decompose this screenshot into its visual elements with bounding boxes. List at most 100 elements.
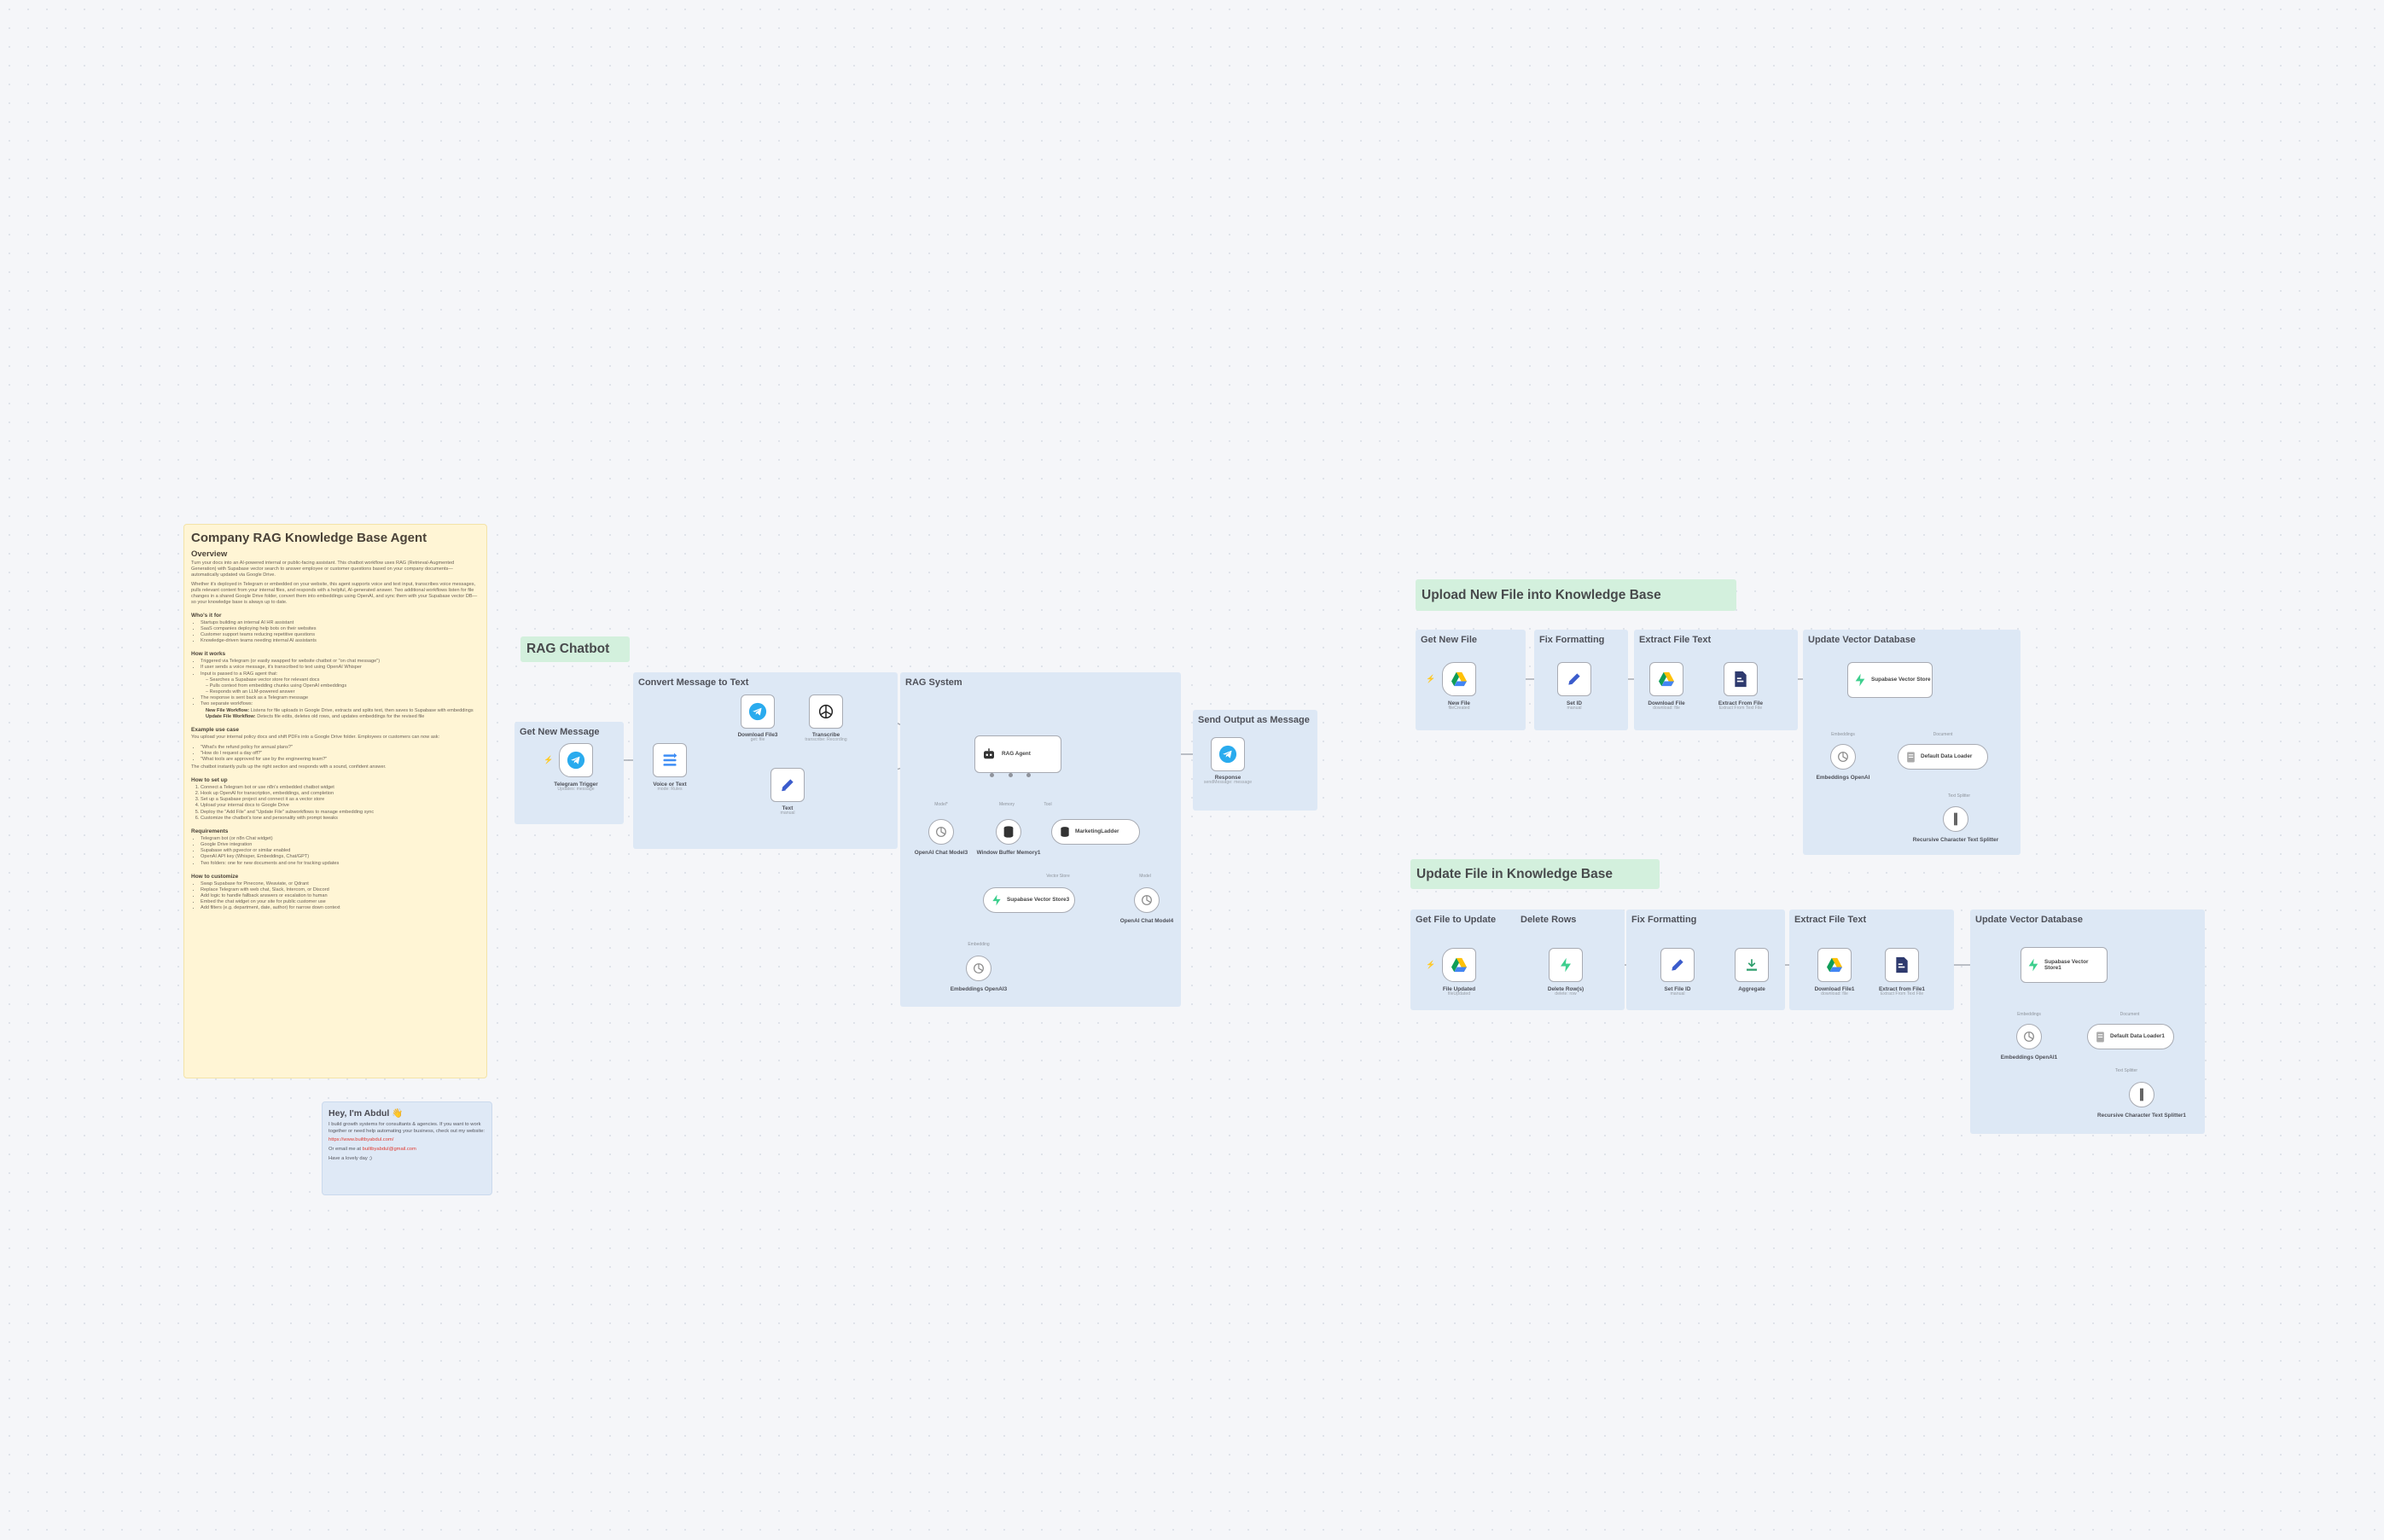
node-marketing-ladder[interactable]: MarketingLadder (1051, 819, 1140, 845)
group-label: Fix Formatting (1631, 915, 1697, 925)
node-response[interactable] (1211, 737, 1245, 771)
node-embeddings-openai-3[interactable] (966, 956, 991, 981)
aggregate-icon (1747, 959, 1757, 971)
node-title: Default Data Loader1 (2110, 1033, 2165, 1040)
node-extract-from-file1[interactable] (1885, 948, 1919, 982)
node-voice-or-text[interactable] (653, 743, 687, 777)
list-item: Input is passed to a RAG agent that: (201, 671, 480, 677)
switch-router-icon (663, 753, 677, 766)
node-label: Embeddings OpenAI1 (2000, 1055, 2058, 1061)
customize-list: Swap Supabase for Pinecone, Weaviate, or… (191, 881, 480, 912)
node-default-data-loader1[interactable]: Default Data Loader1 (2087, 1024, 2174, 1049)
node-delete-rows[interactable] (1549, 948, 1583, 982)
node-telegram-trigger[interactable] (559, 743, 593, 777)
port-label: Text Splitter (2114, 1068, 2138, 1073)
list-item: Two folders: one for new documents and o… (201, 861, 480, 867)
group-extract-file-text-2[interactable]: Extract File Text (1789, 909, 1954, 1010)
rag-chatbot-title[interactable]: RAG Chatbot (520, 636, 630, 662)
group-label: Fix Formatting (1539, 635, 1605, 645)
node-new-file[interactable] (1442, 662, 1476, 696)
node-title: Supabase Vector Store1 (2044, 958, 2089, 971)
node-set-file-id[interactable] (1660, 948, 1695, 982)
requirements-heading: Requirements (191, 828, 229, 834)
author-sticky-note[interactable]: Hey, I'm Abdul 👋 I build growth systems … (322, 1101, 492, 1195)
node-download-file[interactable] (1649, 662, 1683, 696)
update-file-title[interactable]: Update File in Knowledge Base (1410, 859, 1660, 889)
trigger-bolt-icon: ⚡ (544, 755, 554, 764)
port-label: Vector Store (1046, 874, 1070, 879)
splitter-icon (2140, 1088, 2143, 1101)
node-label: OpenAI Chat Model3 (914, 850, 968, 856)
openai-icon (936, 827, 946, 837)
list-item: Embed the chat widget on your site for p… (201, 899, 480, 905)
node-set-id[interactable] (1557, 662, 1591, 696)
list-item: Startups building an internal AI HR assi… (201, 620, 480, 626)
telegram-icon (1218, 745, 1237, 764)
node-label: Embeddings OpenAI (1816, 775, 1870, 781)
list-item: "What tools are approved for use by the … (201, 757, 480, 763)
database-icon (1061, 827, 1069, 837)
node-recursive-text-splitter[interactable] (1943, 806, 1968, 832)
port-memory[interactable] (1009, 773, 1013, 777)
node-supabase-vector-store1[interactable]: Supabase Vector Store1 (2021, 947, 2108, 983)
list-item: Swap Supabase for Pinecone, Weaviate, or… (201, 881, 480, 887)
list-item: Customer support teams reducing repetiti… (201, 632, 480, 638)
node-title: Supabase Vector Store (1871, 677, 1931, 683)
node-file-updated[interactable] (1442, 948, 1476, 982)
port-tool[interactable] (1026, 773, 1031, 777)
node-supabase-vector-store[interactable]: Supabase Vector Store (1847, 662, 1933, 698)
node-window-buffer-memory[interactable] (996, 819, 1021, 845)
author-email-link[interactable]: builtbyabdul@gmail.com (362, 1146, 416, 1152)
node-rag-agent[interactable]: RAG Agent (974, 735, 1061, 773)
port-label: Memory (998, 802, 1015, 807)
telegram-icon (748, 702, 767, 721)
openai-icon (974, 963, 984, 973)
node-aggregate[interactable] (1735, 948, 1769, 982)
node-download-file3[interactable] (741, 694, 775, 729)
overview-paragraph-2: Whether it's deployed in Telegram or emb… (191, 582, 478, 605)
list-item: Replace Telegram with web chat, Slack, I… (201, 887, 480, 893)
node-embeddings-openai1[interactable] (2016, 1024, 2042, 1049)
trigger-bolt-icon: ⚡ (1426, 960, 1436, 969)
overview-heading: Overview (191, 549, 228, 559)
node-transcribe[interactable] (809, 694, 843, 729)
setup-list: Connect a Telegram bot or use n8n's embe… (191, 785, 480, 822)
document-icon (2096, 1032, 2104, 1042)
author-website-link[interactable]: https://www.builtbyabdul.com/ (329, 1137, 394, 1143)
node-default-data-loader[interactable]: Default Data Loader (1898, 744, 1988, 770)
group-label: Update Vector Database (1808, 635, 1916, 645)
group-label: RAG System (905, 677, 962, 688)
node-supabase-vector-store-3[interactable]: Supabase Vector Store3 (983, 887, 1075, 913)
group-get-file-to-update[interactable]: Get File to Update (1410, 909, 1522, 1010)
group-label: Delete Rows (1521, 915, 1577, 925)
workflow-description-sticky-note[interactable]: Company RAG Knowledge Base Agent Overvie… (183, 524, 487, 1078)
node-extract-from-file[interactable] (1724, 662, 1758, 696)
node-download-file1[interactable] (1817, 948, 1852, 982)
group-label: Extract File Text (1794, 915, 1867, 925)
upload-new-file-title[interactable]: Upload New File into Knowledge Base (1416, 579, 1736, 611)
list-item: Connect a Telegram bot or use n8n's embe… (201, 785, 480, 791)
edit-pencil-icon (1672, 959, 1683, 971)
node-text[interactable] (770, 768, 805, 802)
port-chat-model[interactable] (990, 773, 994, 777)
node-embeddings-openai[interactable] (1830, 744, 1856, 770)
list-item: Customize the chatbot's tone and persona… (201, 816, 480, 822)
who-list: Startups building an internal AI HR assi… (191, 620, 480, 645)
setup-heading: How to set up (191, 776, 228, 783)
group-label: Convert Message to Text (638, 677, 749, 688)
port-label: Tool (1044, 802, 1052, 807)
node-openai-chat-model[interactable] (928, 819, 954, 845)
edit-pencil-icon (782, 779, 794, 792)
group-label: Get New File (1421, 635, 1478, 645)
node-recursive-text-splitter1[interactable] (2129, 1082, 2154, 1107)
openai-icon (2024, 1032, 2034, 1042)
edit-pencil-icon (1568, 673, 1580, 685)
group-update-vector-db-2[interactable]: Update Vector Database (1970, 909, 2205, 1134)
google-drive-icon (1451, 671, 1467, 687)
node-openai-chat-model-4[interactable] (1134, 887, 1160, 913)
